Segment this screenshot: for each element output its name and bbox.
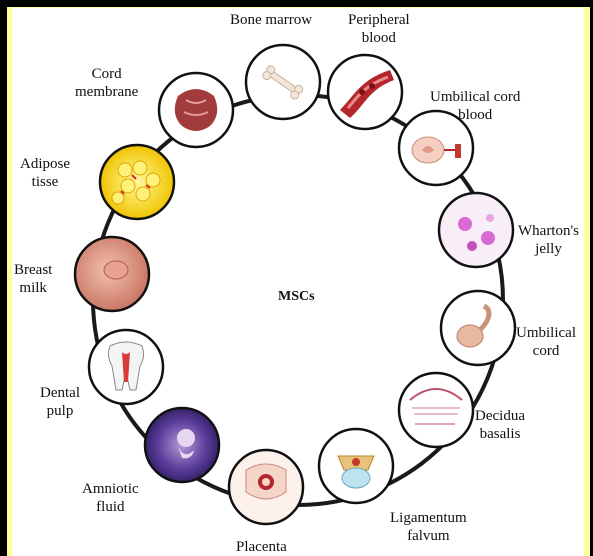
label-placenta: Placenta [236,538,287,556]
adipose-tisse-node [100,145,174,219]
umbilical-cord-node [441,291,515,365]
placenta-node [229,450,303,524]
bone-marrow-node [246,45,320,119]
whartons-jelly-node [439,193,513,267]
decidua-basalis-node [399,373,473,447]
cord-membrane-node [159,73,233,147]
center-label: MSCs [278,289,315,305]
label-bone-marrow: Bone marrow [230,11,312,29]
peripheral-blood-node [328,55,402,129]
dental-pulp-node [89,330,163,404]
amniotic-fluid-node [145,408,219,482]
ligamentum-falvum-node [319,429,393,503]
breast-milk-node [75,237,149,311]
